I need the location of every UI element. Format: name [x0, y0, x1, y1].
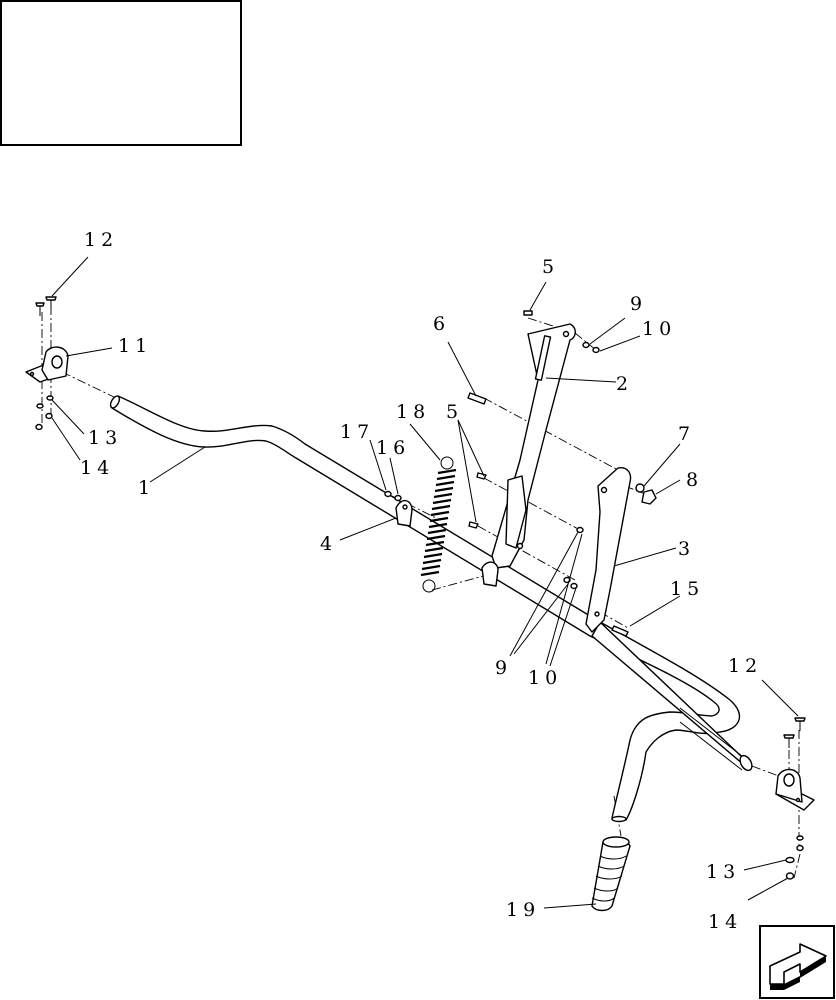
- callout-5-mid: 5: [446, 401, 463, 423]
- callout-10-bottom: 10: [528, 667, 562, 689]
- callout-4: 4: [320, 533, 337, 555]
- bracket-plate-part-3: [585, 467, 632, 633]
- callout-19: 19: [506, 899, 540, 921]
- callout-2: 2: [616, 373, 633, 395]
- callout-8: 8: [686, 469, 703, 491]
- callout-6: 6: [433, 313, 450, 335]
- callout-12-left: 12: [84, 229, 118, 251]
- callout-12-right: 12: [728, 655, 762, 677]
- callout-5-top: 5: [542, 256, 559, 278]
- main-tube-part-1: [109, 395, 753, 823]
- callout-13-left: 13: [88, 427, 122, 449]
- next-page-arrow-icon[interactable]: [759, 925, 835, 999]
- callout-17: 17: [340, 421, 374, 443]
- callout-15: 15: [670, 578, 704, 600]
- spring-anchor-part-4: [395, 500, 499, 587]
- extension-spring-part-18: [420, 456, 457, 593]
- callout-14-right: 14: [708, 911, 742, 933]
- callout-10-top: 10: [642, 318, 676, 340]
- callout-labels: 12 11 13 14 1 5 6 9 10 2 18 5 17 16 7 8 …: [80, 229, 762, 933]
- callout-13-right: 13: [706, 861, 740, 883]
- callout-3: 3: [678, 538, 695, 560]
- callout-16: 16: [376, 437, 410, 459]
- lever-plate-part-2: [491, 323, 576, 569]
- callout-14-left: 14: [80, 457, 114, 479]
- callout-9-top: 9: [630, 293, 647, 315]
- leader-lines: [51, 256, 799, 909]
- callout-7: 7: [678, 423, 695, 445]
- hand-grip-part-19: [591, 836, 631, 912]
- callout-9-bottom: 9: [495, 657, 512, 679]
- callout-1: 1: [138, 477, 155, 499]
- callout-18: 18: [396, 401, 430, 423]
- callout-11: 11: [118, 335, 152, 357]
- title-frame: [0, 0, 242, 146]
